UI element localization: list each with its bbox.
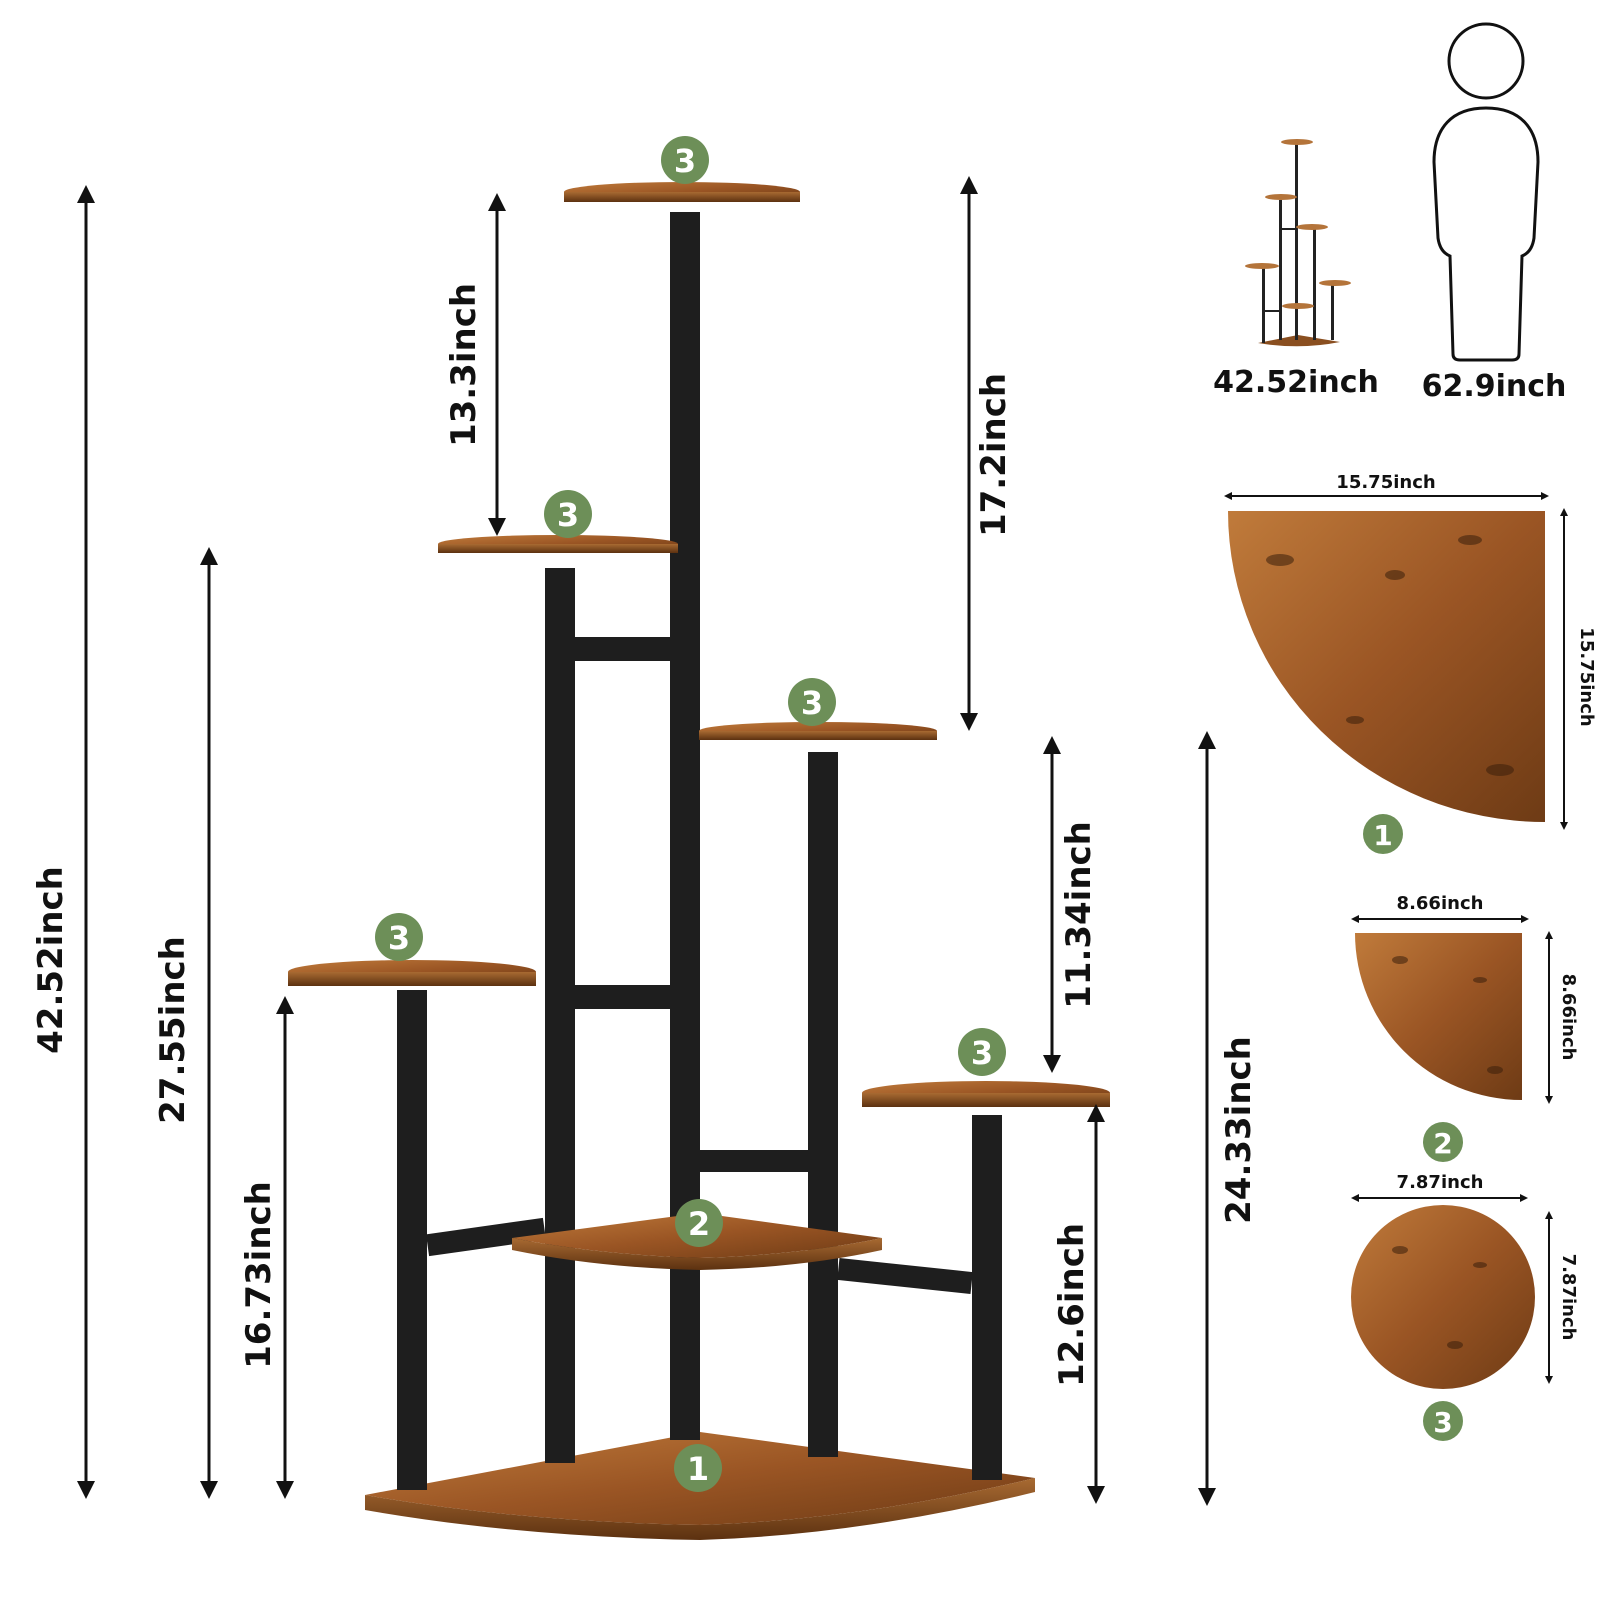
round-shelf-lower-right	[862, 1081, 1110, 1107]
svg-text:3: 3	[971, 1034, 993, 1072]
plant-stand	[288, 182, 1110, 1540]
label-person-height: 62.9inch	[1422, 369, 1567, 404]
part1-board	[1228, 511, 1545, 822]
badge-upper-left-shelf: 3	[544, 490, 592, 538]
round-shelf-middle-right	[699, 722, 937, 740]
svg-text:3: 3	[557, 496, 579, 534]
label-left-shelf: 16.73inch	[239, 1181, 279, 1369]
badge-middle-corner-shelf: 2	[675, 1199, 723, 1247]
part1-width-label: 15.75inch	[1336, 472, 1435, 493]
badge-left-shelf: 3	[375, 913, 423, 961]
badge-middle-right-shelf: 3	[788, 678, 836, 726]
svg-text:2: 2	[688, 1205, 710, 1243]
label-second-tier: 27.55inch	[153, 936, 193, 1124]
part3-board	[1351, 1205, 1535, 1389]
mini-stand-icon	[1245, 139, 1351, 347]
part2-board	[1355, 933, 1522, 1100]
person-silhouette	[1432, 22, 1540, 362]
part2-depth-label: 8.66inch	[1558, 974, 1579, 1061]
svg-text:3: 3	[674, 142, 696, 180]
badge-top-shelf: 3	[661, 136, 709, 184]
badge-base-shelf: 1	[674, 1444, 722, 1492]
label-middle-right-gap: 11.34inch	[1059, 821, 1099, 1009]
round-shelf-left	[288, 960, 536, 986]
svg-text:1: 1	[687, 1450, 709, 1488]
part1-badge: 1	[1373, 819, 1392, 852]
dimension-lines	[77, 176, 1216, 1506]
part2-width-label: 8.66inch	[1397, 893, 1484, 914]
round-shelf-upper-left	[438, 535, 678, 553]
label-middle-right-height: 24.33inch	[1219, 1036, 1259, 1224]
label-stand-height: 42.52inch	[1213, 365, 1379, 400]
part3-depth-label: 7.87inch	[1558, 1254, 1579, 1341]
part1-detail: 15.75inch 15.75inch 1	[1224, 472, 1597, 854]
label-top-to-middle-right: 17.2inch	[974, 373, 1014, 537]
badge-lower-right-shelf: 3	[958, 1028, 1006, 1076]
svg-text:3: 3	[388, 919, 410, 957]
part3-width-label: 7.87inch	[1397, 1172, 1484, 1193]
svg-text:3: 3	[801, 684, 823, 722]
size-comparison: 42.52inch 62.9inch	[1213, 22, 1567, 404]
label-total-height: 42.52inch	[31, 866, 71, 1054]
part1-depth-label: 15.75inch	[1576, 627, 1597, 726]
part3-badge: 3	[1433, 1406, 1452, 1439]
round-shelf-top	[564, 182, 800, 202]
part2-badge: 2	[1433, 1127, 1452, 1160]
part2-detail: 8.66inch 8.66inch 2	[1351, 893, 1579, 1162]
label-lower-right: 12.6inch	[1052, 1223, 1092, 1387]
metal-frame	[397, 212, 1002, 1490]
part3-detail: 7.87inch 7.87inch 3	[1351, 1172, 1579, 1441]
label-top-gap: 13.3inch	[444, 283, 484, 447]
